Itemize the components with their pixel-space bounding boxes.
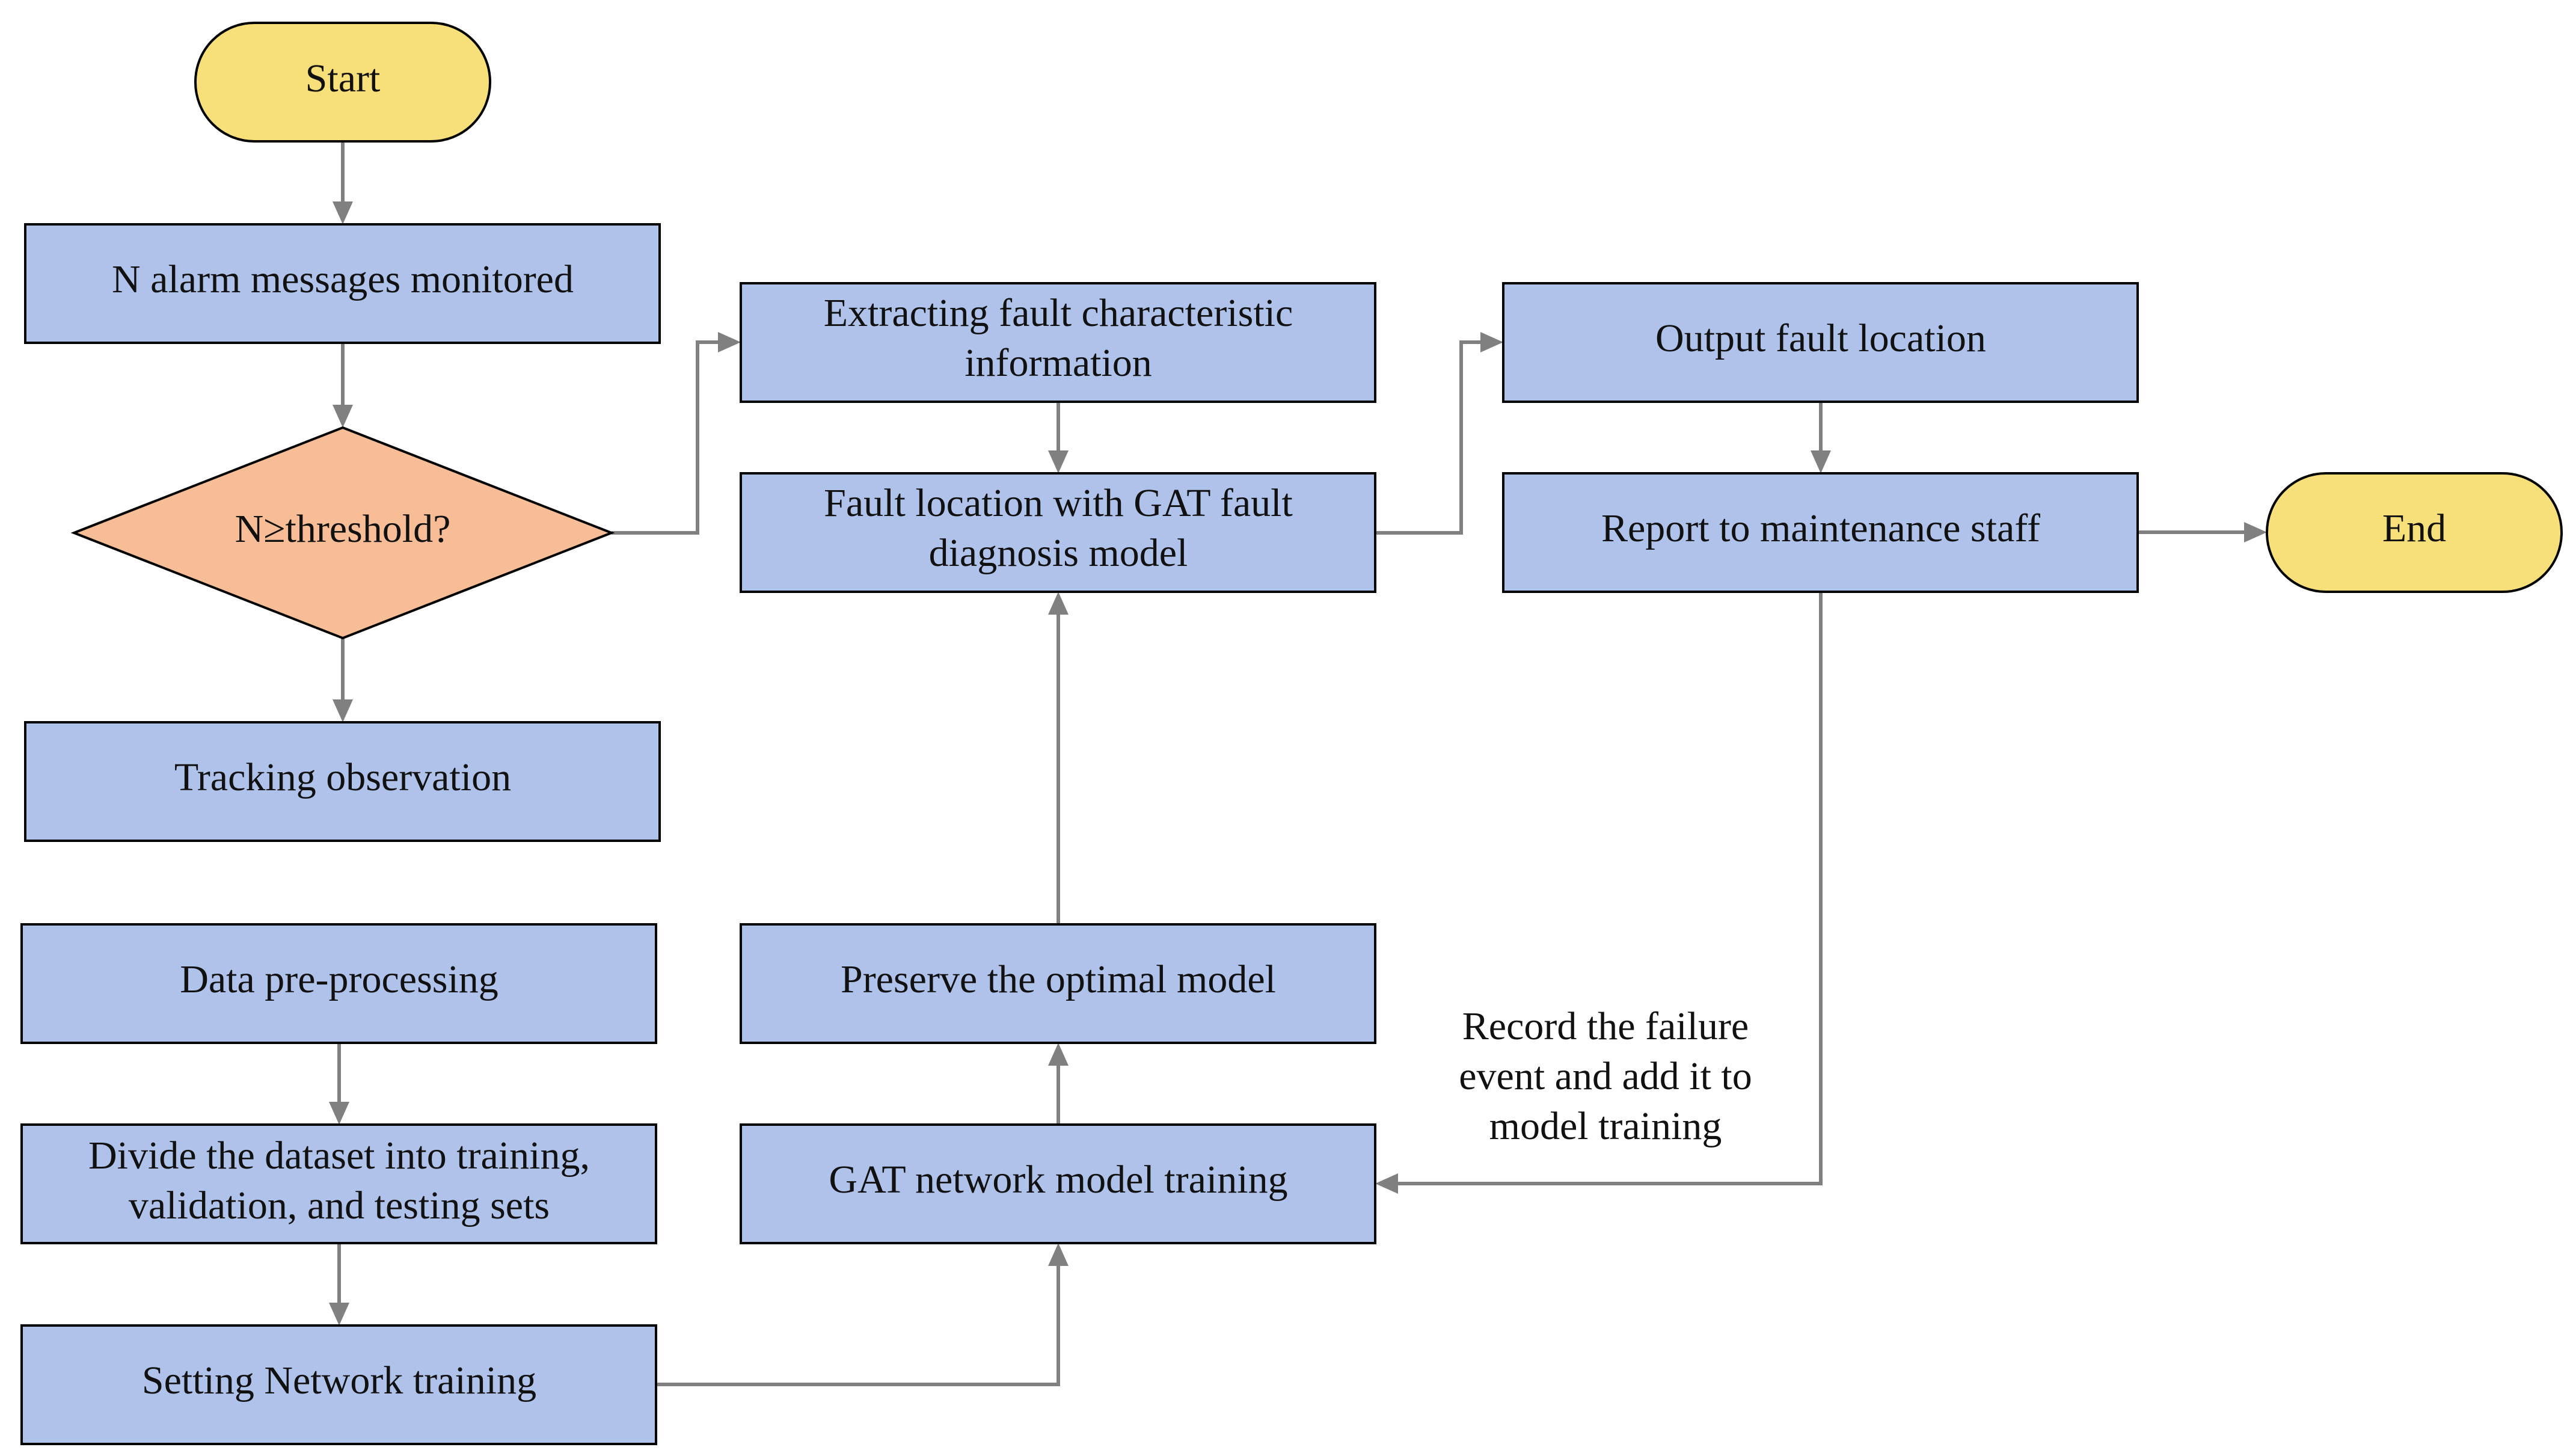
monitor-to-decision-arrow (333, 343, 353, 428)
faultloc-to-output-arrow (1375, 332, 1503, 535)
divide-to-setting-arrow (329, 1243, 349, 1325)
preserve-to-faultloc-arrow (1048, 592, 1069, 924)
gattrain-to-preserve-arrow (1048, 1043, 1069, 1125)
setting-network-training-label: Setting Network training (142, 1359, 536, 1402)
output-fault-location-box: Output fault location (1502, 282, 2139, 403)
extract-features-label-line1: Extracting fault characteristic (824, 291, 1293, 335)
setting-to-gattrain-arrow (656, 1243, 1069, 1386)
feedback-annotation: Record the failure event and add it to m… (1459, 1004, 1752, 1148)
start-node: Start (194, 22, 491, 143)
preserve-model-box: Preserve the optimal model (740, 923, 1376, 1044)
feedback-annotation-line2: event and add it to (1459, 1054, 1752, 1098)
start-to-monitor-arrow (333, 141, 353, 224)
decision-to-extract-arrow (612, 332, 741, 535)
tracking-observation-box: Tracking observation (24, 721, 661, 842)
extract-features-box: Extracting fault characteristic informat… (740, 282, 1376, 403)
output-to-report-arrow (1811, 402, 1831, 473)
gat-training-box: GAT network model training (740, 1123, 1376, 1244)
data-preprocessing-label: Data pre-processing (180, 957, 498, 1001)
divide-dataset-box: Divide the dataset into training, valida… (20, 1123, 657, 1244)
extract-to-faultloc-arrow (1048, 402, 1069, 473)
preserve-model-label: Preserve the optimal model (841, 957, 1276, 1001)
preprocess-to-divide-arrow (329, 1043, 349, 1125)
gat-fault-location-label-line1: Fault location with GAT fault (824, 481, 1293, 525)
output-fault-location-label: Output fault location (1655, 316, 1986, 360)
decision-to-tracking-arrow (333, 638, 353, 722)
gat-fault-location-label-line2: diagnosis model (929, 531, 1188, 575)
report-to-gattrain-arrow (1375, 592, 1823, 1194)
report-to-end-arrow (2138, 522, 2267, 542)
divide-dataset-label-line2: validation, and testing sets (129, 1184, 550, 1227)
gat-training-label: GAT network model training (829, 1158, 1287, 1202)
extract-features-label-line2: information (964, 341, 1152, 385)
gat-fault-location-box: Fault location with GAT fault diagnosis … (740, 472, 1376, 593)
threshold-decision-label: N≥threshold? (235, 507, 451, 551)
end-node: End (2266, 472, 2563, 593)
data-preprocessing-box: Data pre-processing (20, 923, 657, 1044)
tracking-observation-label: Tracking observation (174, 755, 511, 799)
feedback-annotation-line1: Record the failure (1462, 1004, 1749, 1048)
threshold-decision: N≥threshold? (70, 426, 615, 640)
alarm-monitor-box: N alarm messages monitored (24, 223, 661, 344)
alarm-monitor-label: N alarm messages monitored (112, 257, 574, 301)
divide-dataset-label-line1: Divide the dataset into training, (88, 1134, 590, 1178)
connectors (329, 141, 2267, 1386)
start-label: Start (305, 57, 381, 100)
end-label: End (2382, 506, 2446, 550)
report-staff-box: Report to maintenance staff (1502, 472, 2139, 593)
setting-network-training-box: Setting Network training (20, 1324, 657, 1445)
report-staff-label: Report to maintenance staff (1601, 506, 2040, 550)
feedback-annotation-line3: model training (1489, 1104, 1722, 1148)
